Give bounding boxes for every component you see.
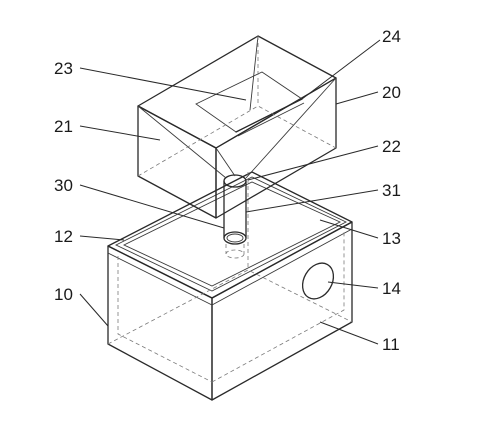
lower-box-right-face <box>211 221 353 401</box>
lower-box-hidden-inner-wall-right <box>211 232 345 383</box>
ref-label-11: 11 <box>382 335 400 354</box>
leader-20 <box>335 91 379 105</box>
hopper-hidden-back-edges <box>137 105 337 177</box>
connecting-pipe <box>223 174 247 259</box>
leader-30 <box>79 184 225 229</box>
ref-label-23: 23 <box>54 59 73 78</box>
lid-rim-front-edge <box>107 228 353 306</box>
hopper-inner-slope-left <box>137 105 227 179</box>
hopper-right-face <box>215 77 337 219</box>
leader-lines <box>79 39 381 345</box>
hopper-inner-slope-front <box>215 147 236 177</box>
slot-rod-edge <box>237 102 305 137</box>
ref-label-14: 14 <box>382 279 401 298</box>
ref-label-20: 20 <box>382 83 401 102</box>
pipe-hidden-end <box>225 249 245 259</box>
ref-label-10: 10 <box>54 285 73 304</box>
ref-label-12: 12 <box>54 227 73 246</box>
ref-label-30: 30 <box>54 176 73 195</box>
ref-label-31: 31 <box>382 181 401 200</box>
leader-24 <box>301 39 381 100</box>
ref-label-13: 13 <box>382 229 401 248</box>
leader-14 <box>327 281 379 289</box>
pipe-bottom-opening <box>223 231 247 245</box>
leader-21 <box>79 125 161 141</box>
lower-box-front-face <box>107 245 213 401</box>
reference-numerals: 23 24 20 21 22 30 31 12 13 14 10 11 <box>54 27 401 354</box>
ref-label-24: 24 <box>382 27 401 46</box>
lower-box-top-face <box>107 171 353 299</box>
leader-10 <box>79 293 109 327</box>
lid-rim-inner <box>122 181 342 287</box>
lower-box-hidden-back-edges <box>107 269 353 345</box>
leader-13 <box>319 219 379 239</box>
leader-31 <box>245 189 379 213</box>
leader-11 <box>319 321 379 345</box>
lower-box-hidden-inner-wall <box>117 256 213 383</box>
lower-box <box>107 171 353 401</box>
ref-label-21: 21 <box>54 117 73 136</box>
slot-rod <box>235 98 303 133</box>
leader-12 <box>79 235 125 241</box>
leader-23 <box>79 67 247 101</box>
inner-tray-rect <box>195 71 303 133</box>
pipe-bottom-inner <box>226 233 244 243</box>
upper-hopper <box>137 35 337 219</box>
side-hole <box>301 262 335 300</box>
hopper-inner-slope-back <box>249 35 259 111</box>
leader-22 <box>247 145 379 181</box>
lid-rim-outer <box>114 176 348 292</box>
pipe-top-collar <box>223 174 247 188</box>
ref-label-22: 22 <box>382 137 401 156</box>
hopper-inner-slope-right <box>245 77 337 179</box>
